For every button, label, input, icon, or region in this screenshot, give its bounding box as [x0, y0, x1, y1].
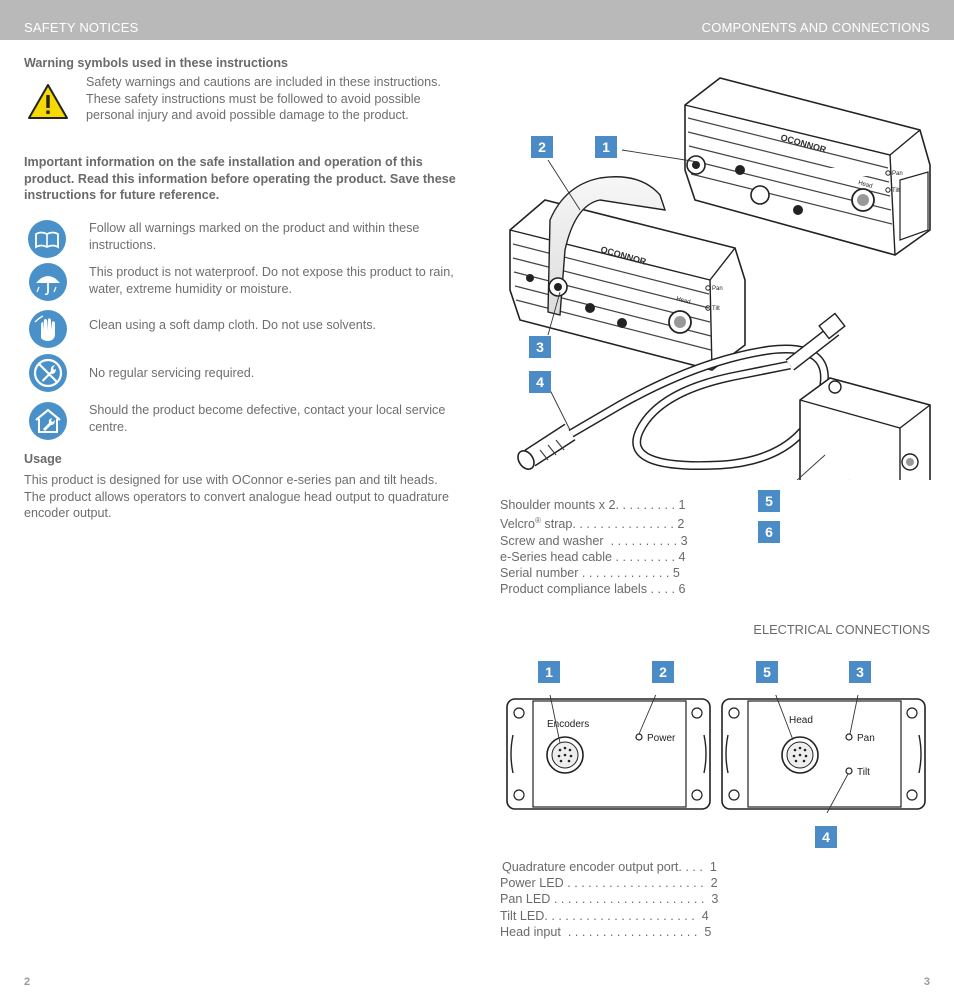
- page-number-left: 2: [24, 976, 31, 988]
- notice-text-2: This product is not waterproof. Do not e…: [89, 265, 454, 296]
- electrical-heading: ELECTRICAL CONNECTIONS: [753, 622, 930, 637]
- encoders-label: Encoders: [547, 719, 589, 730]
- tilt-label: Tilt: [857, 767, 870, 778]
- connection-legend-item-1: Quadrature encoder output port. . . . 1: [502, 860, 717, 874]
- component-badge-3: 3: [529, 336, 551, 358]
- legend-item-4: e-Series head cable . . . . . . . . . 4: [500, 549, 686, 564]
- notice-text-3: Clean using a soft damp cloth. Do not us…: [89, 318, 377, 332]
- notice-text-4: No regular servicing required.: [89, 366, 255, 380]
- notice-text-5: Should the product become defective, con…: [89, 403, 446, 434]
- connection-badge-3: 3: [849, 661, 871, 683]
- legend-item-5: Serial number . . . . . . . . . . . . . …: [500, 566, 680, 580]
- component-badge-6: 6: [758, 521, 780, 543]
- legend-item-6: Product compliance labels . . . . 6: [500, 582, 686, 597]
- page-number-right: 3: [923, 976, 930, 988]
- head-cable: [517, 312, 846, 471]
- power-label: Power: [647, 733, 676, 744]
- front-unit-tilt-label: Tilt: [712, 306, 720, 312]
- header-bar: SAFETY NOTICES COMPONENTS AND CONNECTION…: [0, 0, 954, 40]
- connection-panels: Encoders Power Head Pan Tilt: [506, 695, 926, 813]
- connection-legend-item-5: Head input . . . . . . . . . . . . . . .…: [500, 924, 712, 939]
- rain-umbrella-icon: [29, 263, 67, 301]
- connection-badge-1: 1: [538, 661, 560, 683]
- important-text: Important information on the safe instal…: [24, 155, 456, 202]
- connection-legend-item-2: Power LED . . . . . . . . . . . . . . . …: [500, 876, 718, 891]
- connection-badge-4: 4: [815, 826, 837, 848]
- head-label: Head: [789, 715, 813, 726]
- usage-text: This product is designed for use with OC…: [24, 473, 449, 520]
- converter-unit-front: OCONNOR Head Pan Tilt: [509, 176, 746, 371]
- usage-heading: Usage: [24, 452, 62, 466]
- back-unit-pan-label: Pan: [892, 171, 903, 177]
- connection-badge-5: 5: [756, 661, 778, 683]
- back-unit-tilt-label: Tilt: [892, 188, 900, 194]
- components-illustration: OCONNOR Head Pan Tilt OCONNOR Head Pan T…: [509, 77, 931, 480]
- pan-label: Pan: [857, 733, 875, 744]
- small-unit: [799, 377, 931, 480]
- component-badge-5: 5: [758, 490, 780, 512]
- head-panel: Head Pan Tilt: [721, 698, 926, 810]
- hand-clean-icon: [29, 310, 67, 348]
- header-right-title: COMPONENTS AND CONNECTIONS: [701, 20, 930, 35]
- connections-legend: Quadrature encoder output port. . . . 1 …: [500, 859, 718, 940]
- legend-item-2: Velcro® strap. . . . . . . . . . . . . .…: [500, 516, 685, 532]
- front-unit-head-label: Head: [675, 296, 690, 306]
- legend-item-1: Shoulder mounts x 2. . . . . . . . . 1: [500, 498, 686, 512]
- warning-heading: Warning symbols used in these instructio…: [24, 56, 289, 70]
- converter-unit-back: OCONNOR Head Pan Tilt: [684, 77, 931, 256]
- service-centre-icon: [29, 402, 67, 440]
- component-badge-4: 4: [529, 371, 551, 393]
- notice-text-1: Follow all warnings marked on the produc…: [89, 221, 420, 252]
- connection-badge-2: 2: [652, 661, 674, 683]
- connection-legend-item-4: Tilt LED. . . . . . . . . . . . . . . . …: [500, 908, 709, 923]
- header-left-title: SAFETY NOTICES: [24, 20, 139, 35]
- back-unit-head-label: Head: [857, 180, 872, 190]
- legend-item-3: Screw and washer . . . . . . . . . . 3: [500, 533, 688, 548]
- front-unit-pan-label: Pan: [712, 286, 723, 292]
- connection-legend-item-3: Pan LED . . . . . . . . . . . . . . . . …: [500, 892, 719, 907]
- no-servicing-icon: [29, 354, 67, 392]
- encoder-panel: Encoders Power: [506, 698, 711, 810]
- component-badge-1: 1: [595, 136, 617, 158]
- components-legend: Shoulder mounts x 2. . . . . . . . . 1 V…: [500, 497, 688, 597]
- read-manual-icon: [28, 220, 66, 258]
- warning-text: Safety warnings and cautions are include…: [86, 75, 441, 122]
- component-badge-2: 2: [531, 136, 553, 158]
- warning-triangle-icon: [28, 84, 68, 119]
